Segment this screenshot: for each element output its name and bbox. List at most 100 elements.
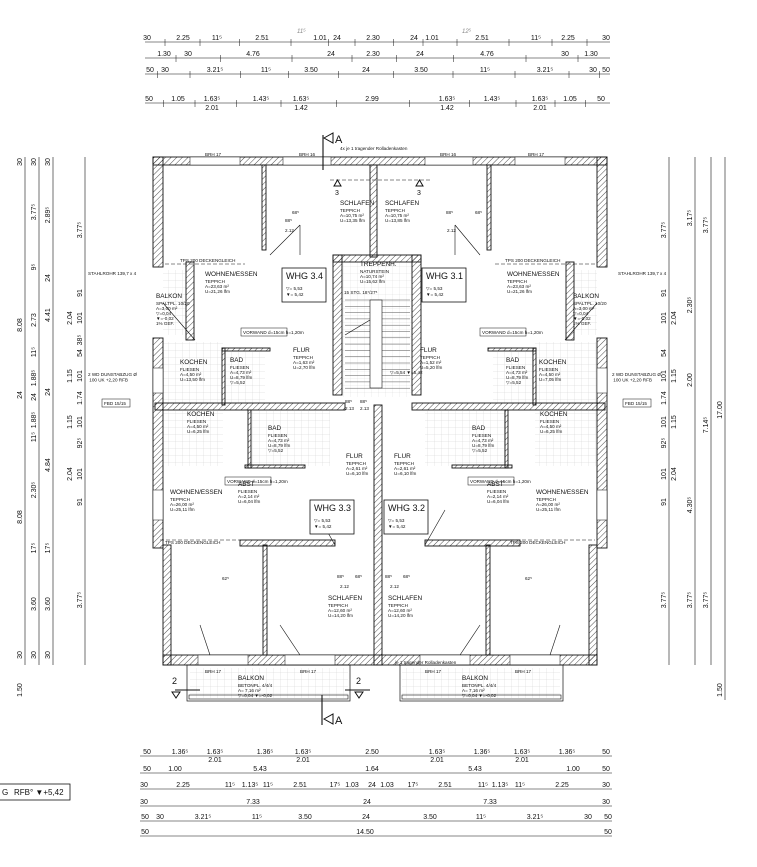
dimension-label: 1.50 (717, 683, 724, 697)
dimension-label: 1.30 (584, 51, 598, 58)
dimension-label: 50 (145, 96, 153, 103)
note-box (479, 327, 527, 337)
dimension-label: 3.21⁵ (527, 814, 544, 821)
dimension-label: 50 (146, 67, 154, 74)
note: BRH 16 (440, 152, 457, 157)
dimension-label: 24 (362, 814, 370, 821)
room-name: WOHNEN/ESSEN (170, 489, 223, 496)
room-detail: A=4,73 m² (472, 438, 494, 443)
room-detail: U=6,04 lfm (238, 499, 261, 504)
dimension-label: 1.05 (563, 96, 577, 103)
room-detail: TEPPICH (205, 279, 225, 284)
dimension-label: 7.33 (483, 799, 497, 806)
room-detail: TEPPICH (170, 497, 190, 502)
dimension-label: 4.76 (246, 51, 260, 58)
dimension-label: 50 (143, 749, 151, 756)
note: 2.13 (345, 406, 354, 411)
dimension-label: 1.63⁵ (429, 749, 446, 756)
room-detail: U=7,05 lfm (539, 377, 562, 382)
note: BRH 17 (300, 669, 317, 674)
room-detail: U=8,79 lfm (230, 375, 253, 380)
dimension-label: 1.03 (380, 782, 394, 789)
dimension-label: 8.08 (17, 318, 24, 332)
note: 2.13 (360, 406, 369, 411)
room-detail: A=3,00 m² (156, 306, 178, 311)
dimension-label: 2.51 (475, 35, 489, 42)
staircase (344, 299, 410, 389)
unit-level: ▽= 5,53 (286, 286, 303, 291)
room-detail: A=4,73 m² (506, 370, 528, 375)
note: 88⁵ (360, 399, 367, 404)
unit-name: WHG 3.1 (426, 271, 463, 281)
room-name: WOHNEN/ESSEN (205, 271, 258, 278)
dimension-label: 101 (661, 370, 668, 382)
section-mark-2-left: 2 (172, 676, 177, 686)
room-detail: FLIESEN (540, 419, 559, 424)
dimension-label: 1.03 (345, 782, 359, 789)
room-name: FLUR (346, 453, 363, 460)
room-detail: TEPPICH (385, 208, 405, 213)
dimension-label: 101 (661, 312, 668, 324)
dimension-label: 11⁵ (225, 782, 235, 789)
room-detail: FLIESEN (487, 489, 506, 494)
room-detail: U=21,26 lfm (205, 289, 230, 294)
room-name: KOCHEN (540, 411, 568, 418)
dimension-label: 11⁵ (263, 782, 273, 789)
room-detail: ▽=0,04 (573, 311, 589, 316)
dimension-label: 3.21⁵ (207, 67, 224, 74)
dimension-label: 2.89⁵ (45, 207, 52, 224)
note: BRH 17 (425, 669, 442, 674)
dimension-label: 1.74 (661, 391, 668, 405)
note-box (467, 476, 515, 486)
unit-name: WHG 3.2 (388, 503, 425, 513)
room-detail: U=13,85 lfm (385, 218, 410, 223)
dimension-label: 11⁵ (261, 67, 271, 74)
dimension-label: 17⁵ (45, 543, 52, 554)
dimension-sublabel: 1.42 (440, 105, 454, 112)
dimension-label: 3.50 (423, 814, 437, 821)
dimension-label: 3.60 (45, 597, 52, 611)
room-detail: TEPPICH (507, 279, 527, 284)
room-detail: A=23,63 m² (205, 284, 229, 289)
dimension-label: 3.77⁵ (661, 592, 668, 609)
note-box (240, 327, 288, 337)
dimension-label: 5.43 (253, 766, 267, 773)
room-detail: U=14,20 lfm (388, 613, 413, 618)
dimension-label: 50 (143, 766, 151, 773)
room-detail: U=6,25 lfm (187, 429, 210, 434)
dimension-label: 11⁵ (531, 35, 541, 42)
room-detail: TEPPICH (394, 461, 414, 466)
room-detail: A=1,52 m² (420, 360, 442, 365)
dimension-label: 30 (17, 158, 24, 166)
room-detail: A=2,14 m² (238, 494, 260, 499)
room-detail: FLIESEN (268, 433, 287, 438)
room-name: SCHLAFEN (385, 200, 419, 207)
dimension-label: 9⁵ (31, 264, 38, 271)
room-detail: A= 7,16 m² (238, 688, 261, 693)
dimension-label: 1.63⁵ (514, 749, 531, 756)
room-detail: A=4,50 m² (539, 372, 561, 377)
dimension-label: 3.17⁵ (687, 210, 694, 227)
room-name: FLUR (293, 347, 310, 354)
dimension-label: 1.63⁵ (532, 96, 549, 103)
note: je 1 tragender Rolladenkasten (394, 660, 457, 665)
room-name: BAD (506, 357, 520, 364)
dimension-label: 30 (602, 35, 610, 42)
dimension-label: 30 (156, 814, 164, 821)
level-legend: G RFB° ▼+5,42 (0, 783, 71, 801)
dimension-label: 92⁵ (77, 438, 84, 449)
note: TPS 200 DECKENGLEICH (165, 540, 220, 545)
dimension-label: 101 (77, 370, 84, 382)
room-detail: U=21,26 lfm (507, 289, 532, 294)
room-name: BAD (230, 357, 244, 364)
room-detail: A=10,74 m² (360, 274, 384, 279)
dimension-label: 14.50 (356, 829, 374, 836)
dimension-label: 50 (602, 749, 610, 756)
dimension-label: 1.50 (17, 683, 24, 697)
dimension-label: 1.43⁵ (484, 96, 501, 103)
dimension-label: 11⁵ (31, 347, 38, 357)
dimension-label: 3.50 (414, 67, 428, 74)
